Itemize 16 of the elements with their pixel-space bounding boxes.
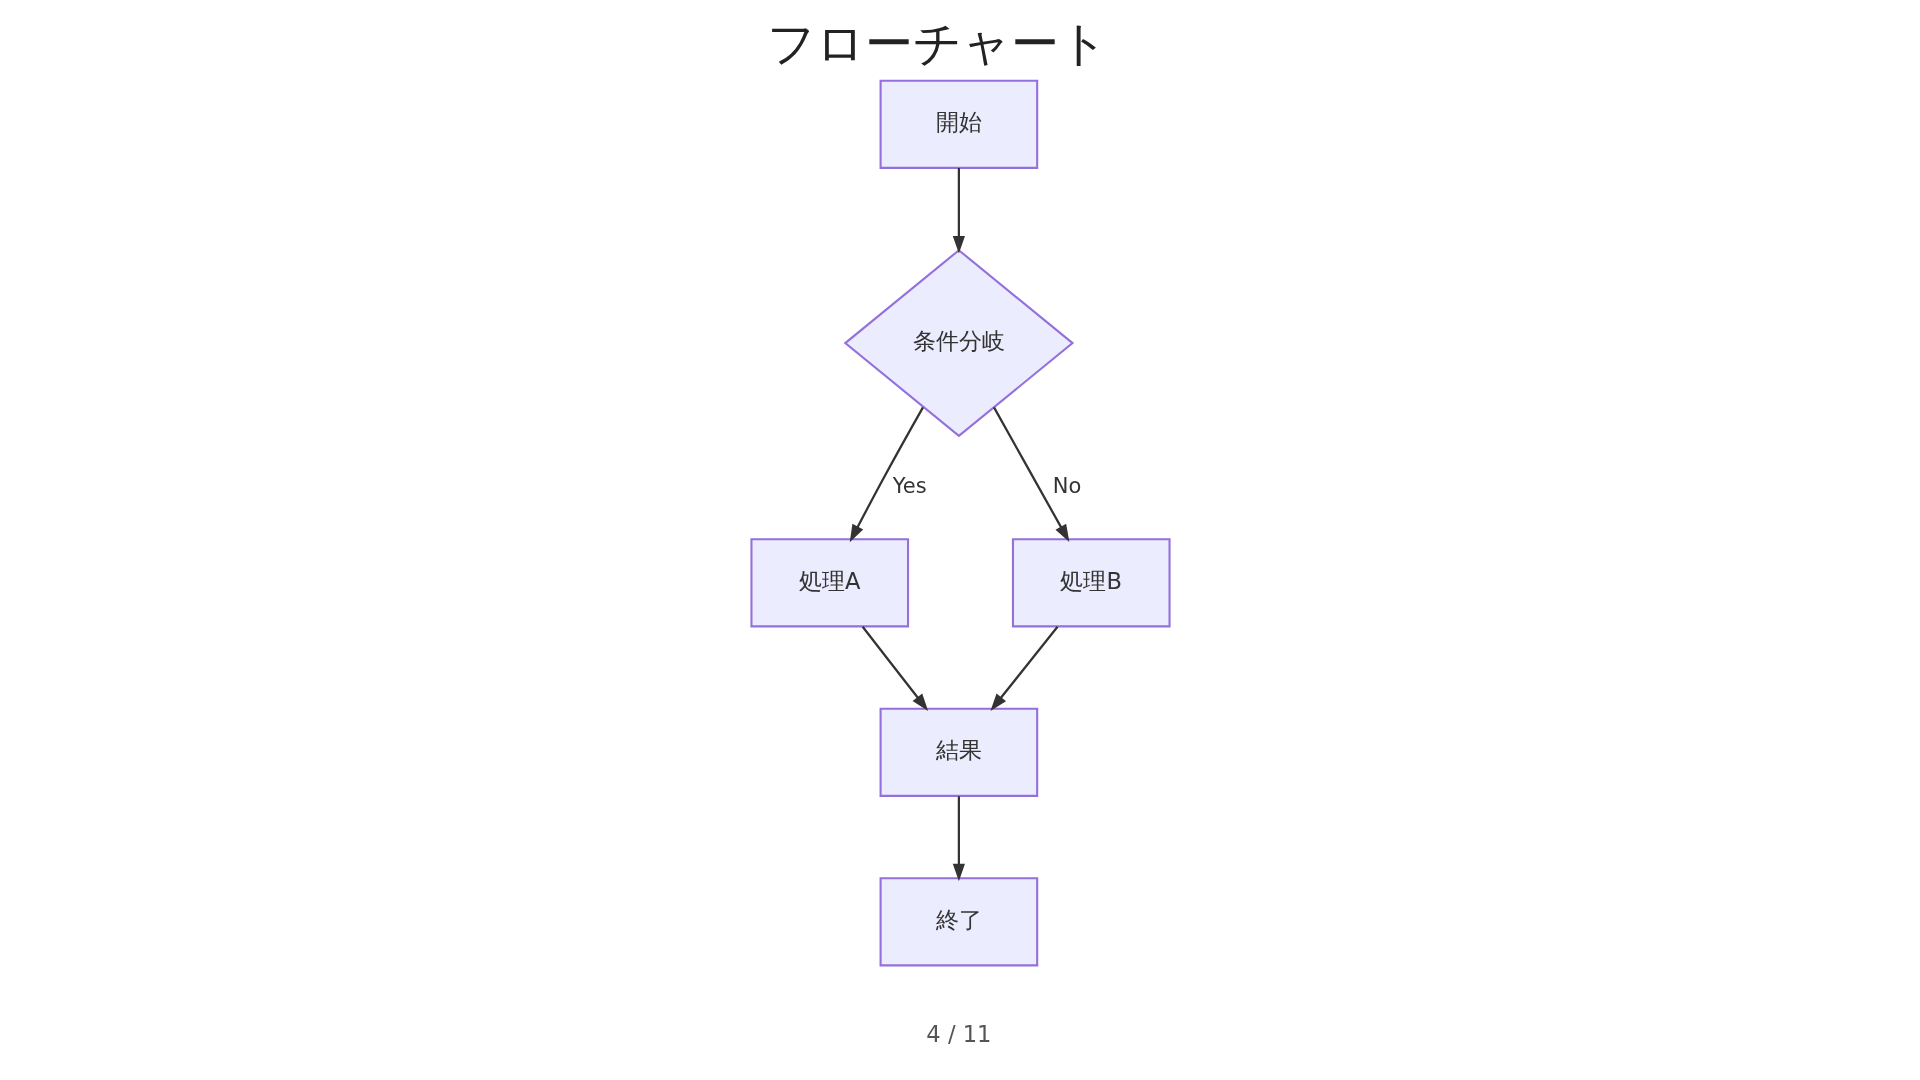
arrow xyxy=(861,626,928,712)
node-box: 処理B xyxy=(1011,538,1171,628)
node-box: 処理A xyxy=(749,538,909,628)
arrow xyxy=(989,626,1058,712)
arrow xyxy=(992,406,1069,542)
node-box: 終了 xyxy=(879,877,1038,967)
label: 4 / 11 xyxy=(925,1020,991,1047)
edge-label: Yes xyxy=(892,474,927,499)
arrow xyxy=(952,168,965,254)
arrow xyxy=(952,796,965,882)
diagram-title: フローチャート xyxy=(766,14,1108,71)
node-box: 開始 xyxy=(879,79,1038,169)
edge-label: No xyxy=(1052,474,1081,499)
node-box: 結果 xyxy=(879,707,1038,797)
arrow xyxy=(849,406,924,543)
node-diamond: 条件分岐 xyxy=(843,248,1074,438)
